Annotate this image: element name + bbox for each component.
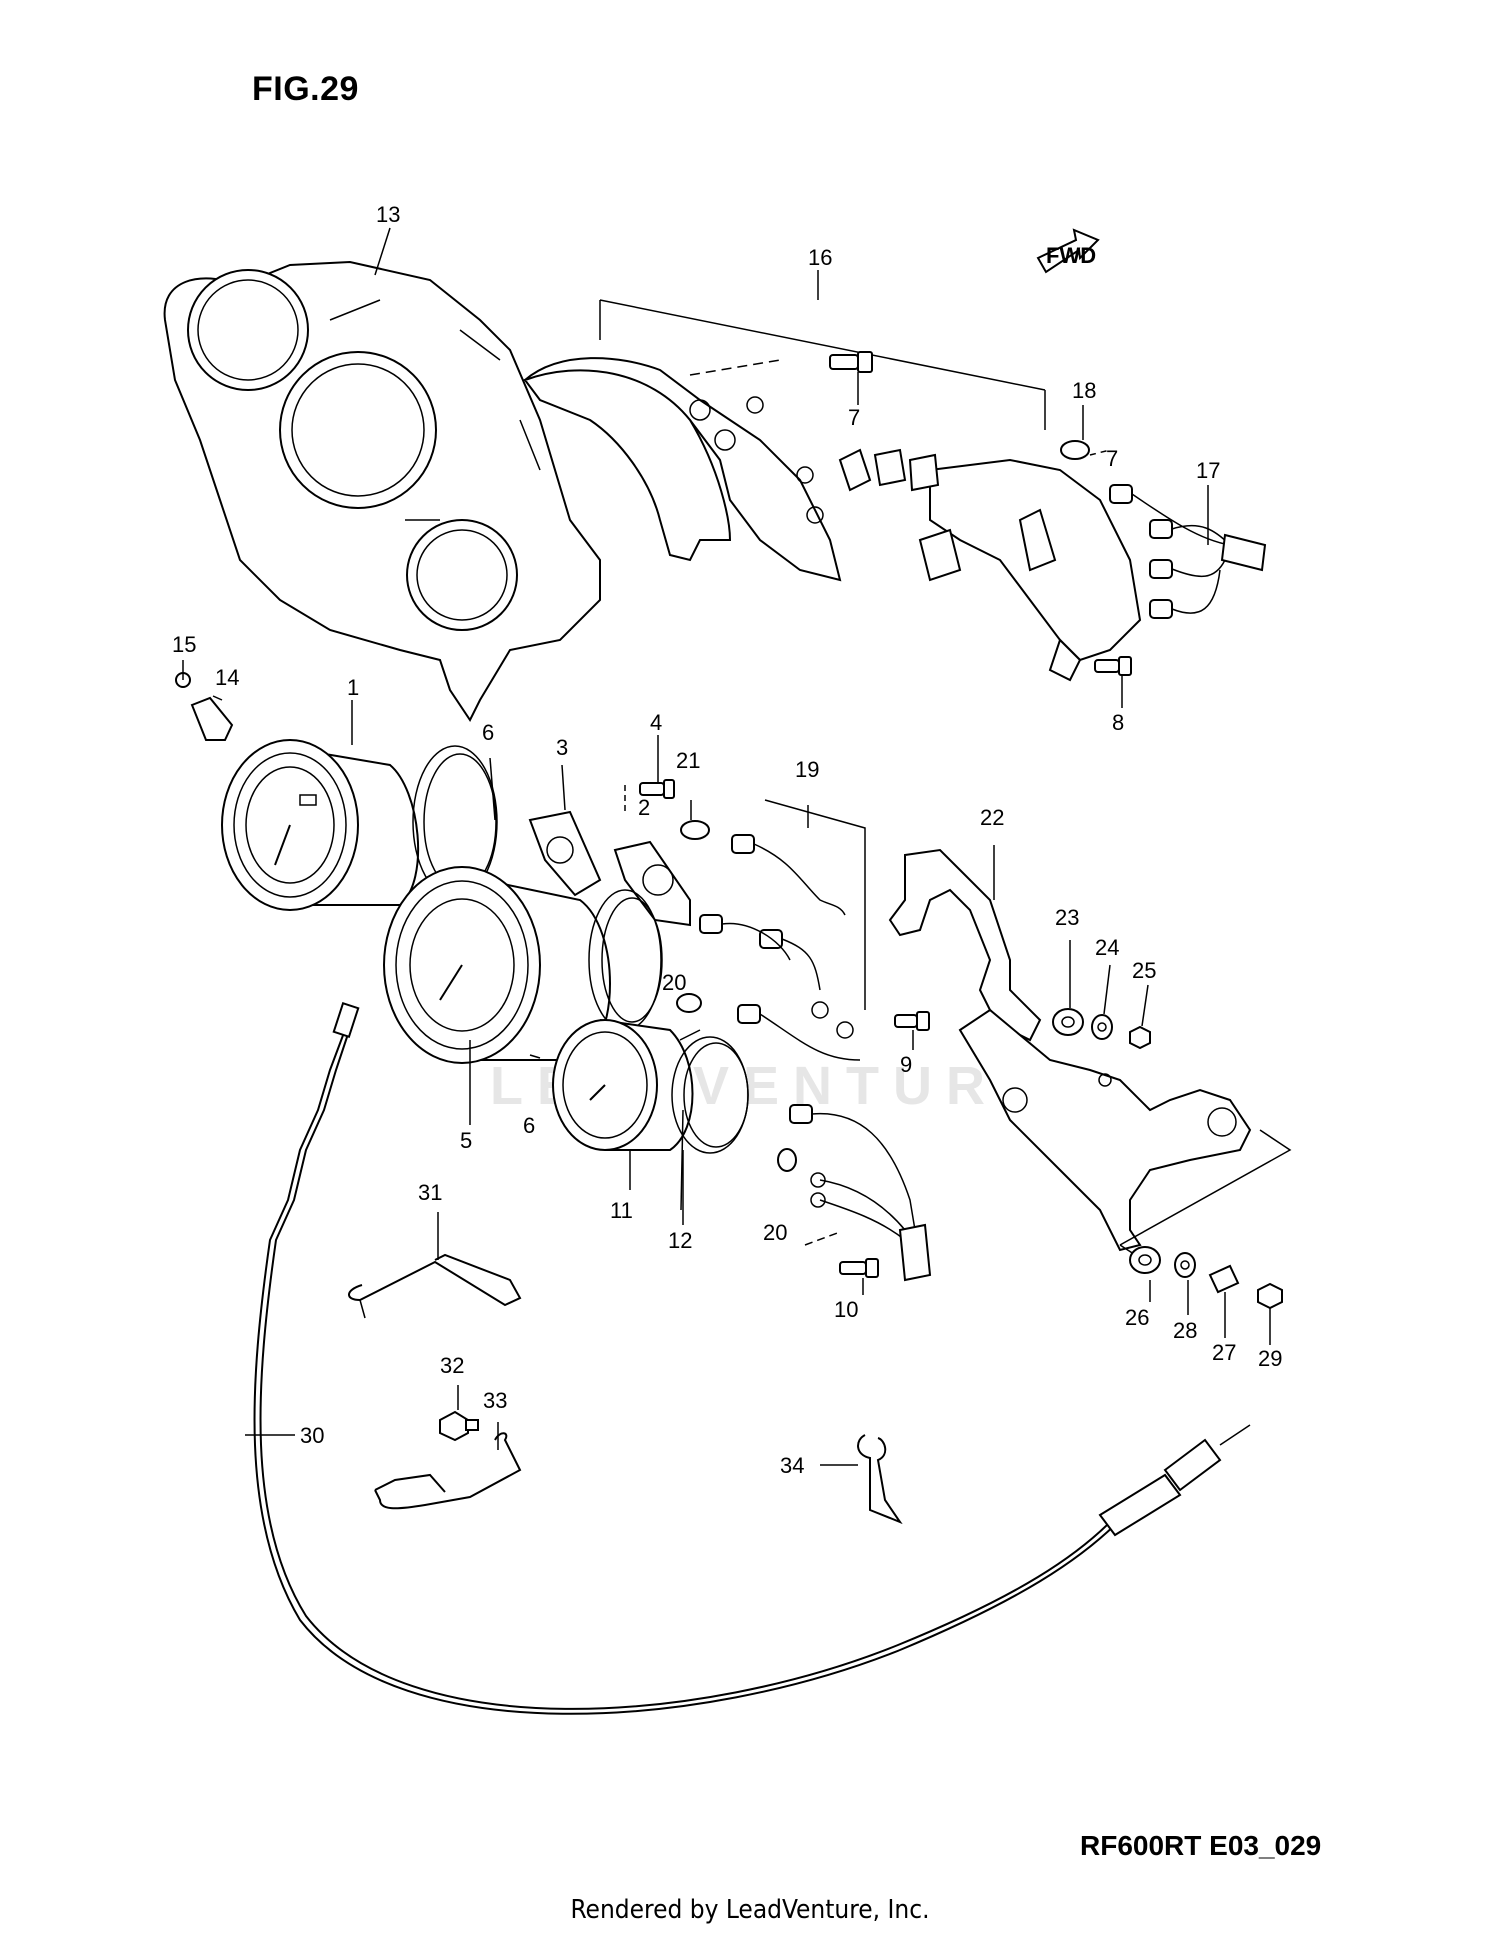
callout-26: 26 — [1125, 1305, 1149, 1330]
screw-8 — [1094, 656, 1132, 676]
bolt-32 — [439, 1410, 479, 1442]
grommet-26 — [1129, 1246, 1161, 1274]
callout-6b: 6 — [523, 1113, 535, 1138]
render-credit: Rendered by LeadVenture, Inc. — [570, 1895, 930, 1925]
grommet-23 — [1052, 1008, 1084, 1036]
callout-1: 1 — [347, 675, 359, 700]
speedometer-cable-30 — [253, 1002, 1251, 1715]
socket-plate-2 — [613, 779, 691, 927]
fwd-label: FWD — [1046, 243, 1096, 268]
harness-19 — [676, 799, 866, 1061]
callout-34: 34 — [780, 1453, 804, 1478]
washer-28 — [1174, 1252, 1196, 1278]
meter-panel-16 — [522, 299, 1046, 582]
callout-16: 16 — [808, 245, 832, 270]
callout-7b: 7 — [1106, 446, 1118, 471]
callout-28: 28 — [1173, 1318, 1197, 1343]
bulb-21 — [680, 820, 710, 840]
gasket-3 — [528, 810, 602, 897]
callout-14: 14 — [215, 665, 239, 690]
callout-6a: 6 — [482, 720, 494, 745]
callout-30: 30 — [300, 1423, 324, 1448]
stay-bracket-22 — [888, 848, 1292, 1259]
callout-22: 22 — [980, 805, 1004, 830]
figure-title: FIG.29 — [252, 70, 359, 108]
collar-27 — [1208, 1264, 1240, 1294]
callout-10: 10 — [834, 1297, 858, 1322]
clamp-33 — [374, 1432, 522, 1510]
fwd-arrow-icon: FWD — [1036, 228, 1100, 274]
callout-21: 21 — [676, 748, 700, 773]
clamp-31 — [348, 1253, 522, 1319]
callout-15: 15 — [172, 632, 196, 657]
gauge-11 — [552, 1019, 694, 1151]
callout-25: 25 — [1132, 958, 1156, 983]
callout-18: 18 — [1072, 378, 1096, 403]
diagram-code: RF600RT E03_029 — [1080, 1830, 1322, 1861]
callout-5: 5 — [460, 1128, 472, 1153]
speedometer-5 — [383, 866, 663, 1064]
callout-2: 2 — [638, 795, 650, 820]
callout-17: 17 — [1196, 458, 1220, 483]
callout-11: 11 — [610, 1198, 633, 1223]
leader-lines — [182, 227, 1271, 1466]
callout-33: 33 — [483, 1388, 507, 1413]
meter-cover-13 — [163, 260, 601, 722]
screw-7 — [829, 351, 873, 373]
callout-19: 19 — [795, 757, 819, 782]
ring-12 — [671, 1036, 749, 1154]
callout-24: 24 — [1095, 935, 1119, 960]
callout-23: 23 — [1055, 905, 1079, 930]
callout-27: 27 — [1212, 1340, 1236, 1365]
callout-3: 3 — [556, 735, 568, 760]
callout-32: 32 — [440, 1353, 464, 1378]
callout-12: 12 — [668, 1228, 692, 1253]
tachometer-1 — [221, 739, 420, 911]
clip-34 — [857, 1434, 903, 1525]
callout-20a: 20 — [662, 970, 686, 995]
callout-13: 13 — [376, 202, 400, 227]
callout-8: 8 — [1112, 710, 1124, 735]
harness-lower — [777, 1104, 932, 1282]
callout-7a: 7 — [848, 405, 860, 430]
callout-labels: 13 16 7 18 7 17 8 15 14 1 6 3 4 21 2 19 … — [172, 202, 1282, 1478]
harness-17 — [1109, 484, 1267, 619]
washer-24 — [1091, 1014, 1113, 1040]
screw-9 — [894, 1011, 930, 1031]
callout-4: 4 — [650, 710, 662, 735]
nut-25 — [1129, 1025, 1151, 1050]
nut-29 — [1257, 1282, 1283, 1310]
callout-9: 9 — [900, 1052, 912, 1077]
indicator-plate — [838, 440, 1142, 682]
callout-31: 31 — [418, 1180, 442, 1205]
callout-29: 29 — [1258, 1346, 1282, 1371]
callout-20b: 20 — [763, 1220, 787, 1245]
